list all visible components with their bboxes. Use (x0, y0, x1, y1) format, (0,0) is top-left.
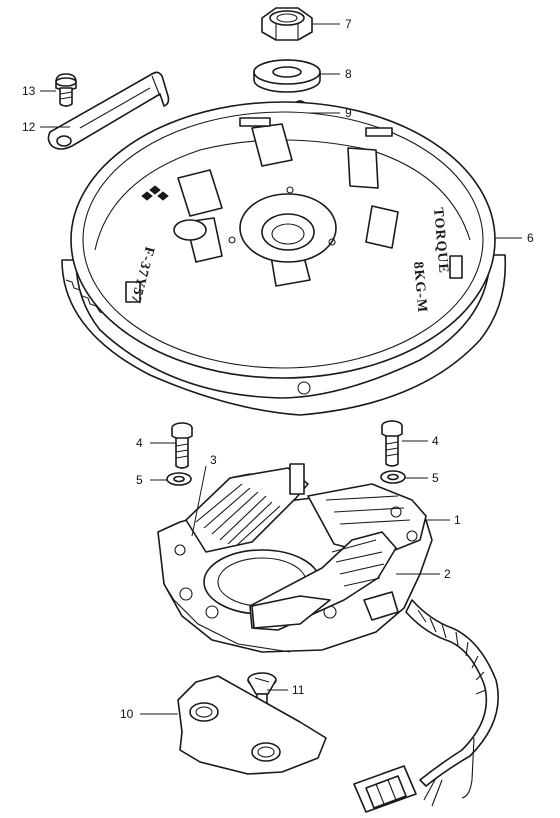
callout-5-right: 5 (432, 471, 439, 485)
part-4-screw-right (381, 420, 403, 467)
callout-1: 1 (454, 513, 461, 527)
callout-13: 13 (22, 84, 36, 98)
callout-6: 6 (527, 231, 534, 245)
part-8-washer (253, 59, 321, 93)
callout-4-right: 4 (432, 434, 439, 448)
part-12-bracket (47, 71, 170, 150)
callout-10: 10 (120, 707, 134, 721)
callout-8: 8 (345, 67, 352, 81)
flywheel-torque-text: TORQUE (430, 207, 451, 274)
callout-4-left: 4 (136, 436, 143, 450)
callout-12: 12 (22, 120, 36, 134)
part-13-screw (55, 73, 77, 107)
callout-2: 2 (444, 567, 451, 581)
part-5-washer-left (166, 472, 192, 486)
part-7-nut (261, 7, 313, 41)
callout-9: 9 (345, 106, 352, 120)
part-3-charge-coil (185, 463, 309, 553)
part-2-pulser-coil (249, 531, 399, 631)
wire-harness (405, 599, 499, 807)
callout-3: 3 (210, 453, 217, 467)
part-6-flywheel: F-37Y57 TORQUE 8KG-M (61, 101, 507, 416)
part-1-exciter-coil (307, 483, 427, 557)
part-5-washer-right (380, 470, 406, 484)
wire-connector (353, 765, 417, 813)
leader-lines (40, 23, 522, 715)
flywheel-torque-spec: 8KG-M (410, 261, 429, 314)
callout-11: 11 (292, 683, 305, 697)
part-10-plate (177, 675, 327, 775)
callout-5-left: 5 (136, 473, 143, 487)
callout-numbers: 7 8 9 6 13 12 1 2 3 4 5 4 5 10 11 (22, 17, 534, 721)
callout-7: 7 (345, 17, 352, 31)
part-4-screw-left (171, 422, 193, 469)
